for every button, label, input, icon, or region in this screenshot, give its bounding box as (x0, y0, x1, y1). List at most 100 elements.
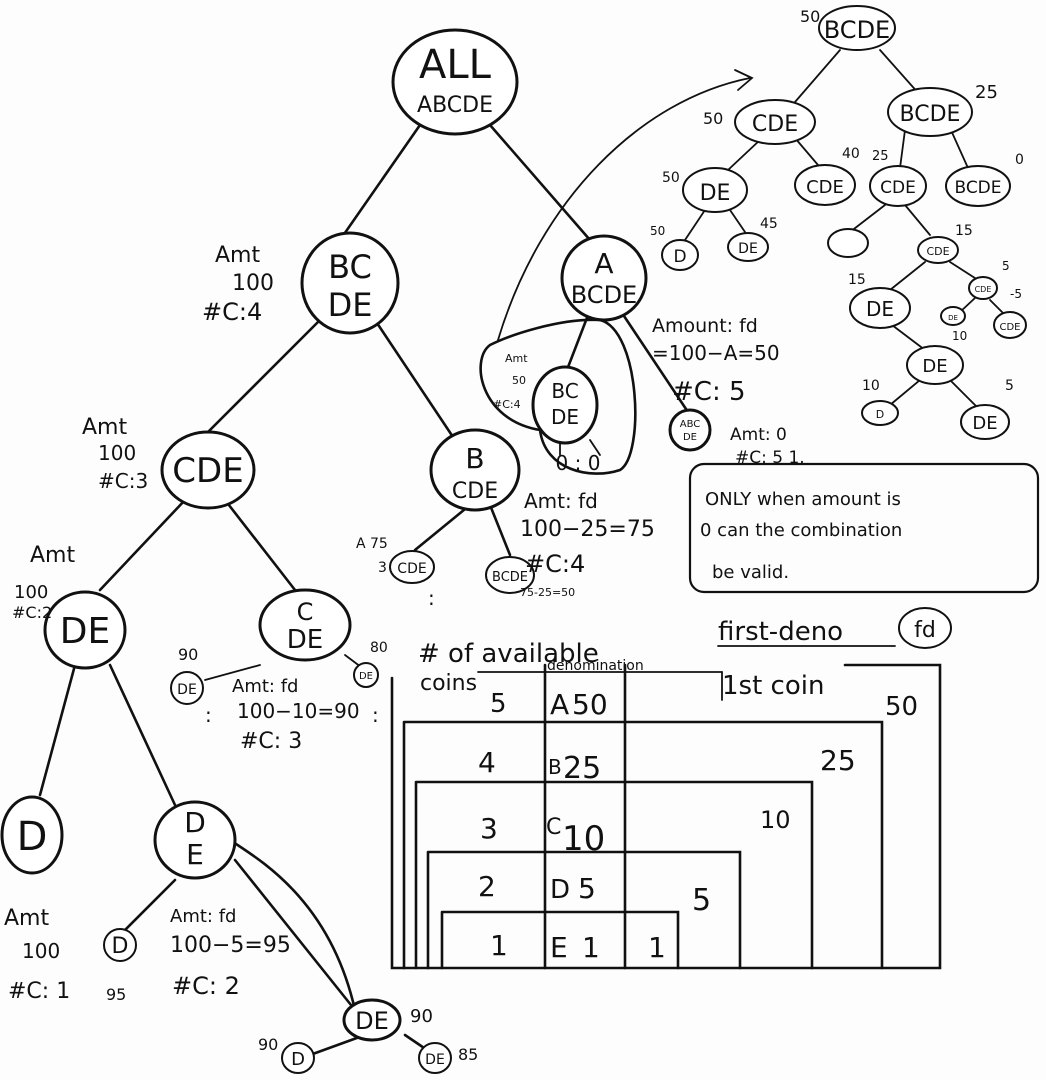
svg-text:CDE: CDE (172, 451, 243, 491)
svg-text:B: B (465, 442, 484, 475)
note-line-1: ONLY when amount is (705, 489, 901, 510)
annotation-de: Amt 100 #C:2 (12, 543, 75, 622)
node-a-bcde: A BCDE (560, 234, 648, 322)
annotation-cde: Amt 100 #C:3 (82, 415, 148, 493)
svg-text:A 75: A 75 (356, 536, 388, 552)
annotation-a-bcde: Amount: fd =100−A=50 #C: 5 (652, 315, 780, 407)
node-cde: CDE (160, 430, 256, 510)
svg-text:Amt: Amt (30, 543, 75, 568)
svg-text:40: 40 (842, 146, 860, 162)
svg-text:A: A (550, 688, 569, 721)
svg-text:BCDE: BCDE (492, 570, 528, 585)
svg-text:DE: DE (359, 671, 373, 682)
svg-text:100−10=90: 100−10=90 (237, 699, 360, 723)
svg-text:Amt: 0: Amt: 0 (730, 425, 787, 445)
svg-text:D: D (291, 1049, 305, 1070)
svg-text::: : (428, 586, 435, 610)
svg-text:3: 3 (480, 812, 498, 845)
svg-text:100: 100 (14, 582, 48, 603)
svg-text:1: 1 (490, 929, 508, 962)
svg-text:15: 15 (848, 272, 866, 288)
svg-text:2: 2 (478, 870, 496, 903)
svg-text:CDE: CDE (397, 561, 426, 577)
svg-text:50: 50 (512, 374, 526, 387)
svg-text:25: 25 (872, 149, 889, 164)
svg-text:DE: DE (738, 241, 758, 257)
svg-text::: : (372, 703, 379, 727)
svg-text:10: 10 (760, 806, 791, 834)
label-de-bottom-90: 90 (410, 1006, 433, 1027)
svg-text:DE: DE (425, 1052, 445, 1068)
svg-text:DE: DE (972, 413, 997, 434)
svg-text:5: 5 (1002, 259, 1010, 273)
svg-text:3: 3 (378, 560, 387, 576)
svg-text:4: 4 (478, 746, 496, 779)
right-tree-nodes: BCDE 50 CDE 50 BCDE 25 DE 50 CDE 40 CDE … (650, 5, 1027, 440)
svg-text:Amt: Amt (82, 415, 127, 440)
svg-text:CDE: CDE (880, 178, 916, 198)
svg-text:BC: BC (551, 379, 578, 403)
svg-text:25: 25 (820, 744, 856, 777)
annotation-c-de: Amt: fd 100−10=90 #C: 3 (232, 676, 360, 754)
svg-text:#C:4: #C:4 (525, 550, 585, 578)
svg-text:100−5=95: 100−5=95 (170, 933, 291, 958)
node-cde-small: CDE (389, 550, 435, 584)
enclosure-loop (479, 318, 637, 475)
svg-text:BCDE: BCDE (954, 178, 1001, 198)
svg-text:C: C (297, 598, 314, 626)
node-de-small2: DE (353, 662, 379, 688)
svg-text:#C:3: #C:3 (98, 469, 148, 493)
col-coins-1: # of available (418, 639, 599, 669)
validity-note: ONLY when amount is 0 can the combinatio… (688, 462, 1040, 594)
svg-text:#C: 3: #C: 3 (240, 729, 302, 754)
svg-text:CDE: CDE (452, 479, 498, 504)
col-first-coin: 1st coin (722, 671, 824, 701)
svg-text:DE: DE (355, 1007, 389, 1035)
annotation-b-cde: Amt: fd 100−25=75 #C:4 75-25=50 (520, 489, 655, 599)
node-bcde-small: BCDE (485, 556, 535, 594)
svg-text:D: D (876, 408, 884, 421)
svg-text:Amt: Amt (215, 243, 260, 268)
node-bcde: BC DE (300, 231, 400, 335)
svg-text:5: 5 (692, 883, 711, 918)
svg-text:D: D (550, 875, 570, 905)
svg-text:Amt: fd: Amt: fd (232, 676, 298, 697)
svg-text:BCDE: BCDE (900, 102, 961, 127)
node-d-e: D E (153, 800, 237, 880)
svg-text:25: 25 (563, 751, 601, 786)
svg-text:1: 1 (582, 931, 600, 964)
svg-text:#C:4: #C:4 (202, 298, 262, 326)
svg-text:#C:4: #C:4 (493, 398, 521, 411)
svg-text:DE: DE (551, 405, 579, 429)
svg-text:50: 50 (662, 170, 680, 186)
svg-text:DE: DE (60, 611, 110, 652)
node-de-small: DE (170, 671, 204, 705)
svg-text:#C: 5: #C: 5 (672, 377, 746, 407)
node-d-bottom: D (281, 1042, 315, 1074)
table-row-3: 3 C 10 10 (480, 806, 791, 859)
node-bcde-inner: BC DE (531, 365, 599, 445)
svg-text:5: 5 (578, 872, 596, 905)
svg-text:D: D (17, 814, 48, 860)
svg-text:CDE: CDE (999, 322, 1020, 333)
svg-text:75-25=50: 75-25=50 (520, 586, 575, 599)
svg-text:ABCDE: ABCDE (417, 93, 493, 118)
svg-text:BC: BC (328, 248, 372, 286)
node-d: D (0, 795, 64, 875)
svg-text:B: B (548, 755, 562, 779)
annotation-cde-small: A 75 3 (356, 536, 388, 576)
node-d-small: D (103, 928, 137, 962)
node-de-bottom2: DE (418, 1042, 452, 1074)
svg-text:10: 10 (562, 819, 605, 859)
table-row-4: 2 D 5 5 (478, 870, 711, 918)
svg-text:1: 1 (648, 931, 666, 964)
svg-text:15: 15 (955, 223, 973, 239)
svg-text:#C: 1: #C: 1 (8, 979, 70, 1004)
svg-text:DE: DE (177, 682, 197, 698)
svg-text:DE: DE (287, 625, 323, 655)
svg-text:CDE: CDE (926, 245, 949, 258)
svg-text:100: 100 (98, 441, 136, 465)
svg-text:D: D (112, 934, 129, 959)
label-d-bottom-90: 90 (258, 1035, 278, 1054)
svg-text:=100−A=50: =100−A=50 (652, 341, 780, 365)
